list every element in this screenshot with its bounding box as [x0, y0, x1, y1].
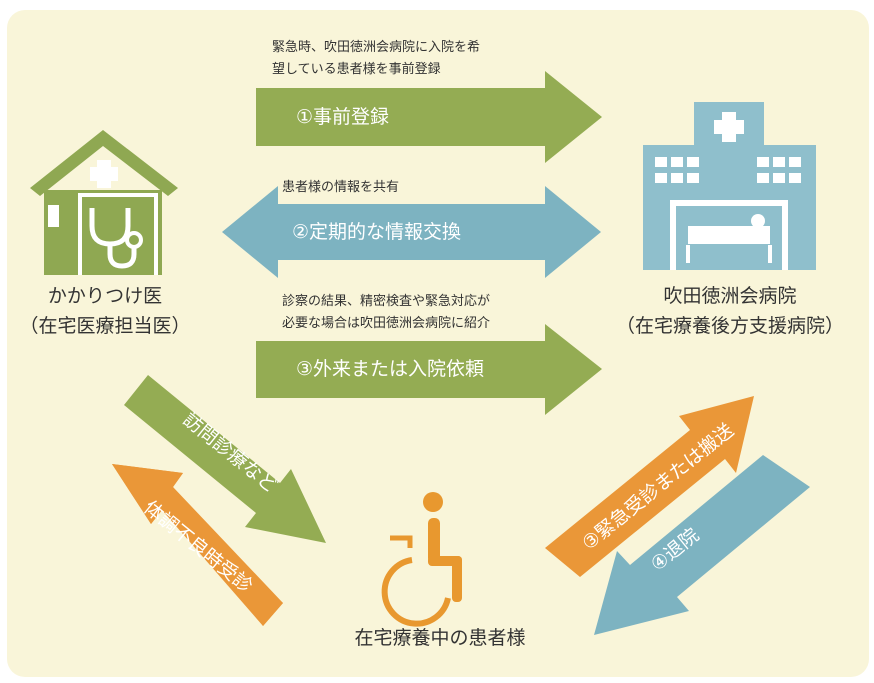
- registration-note-line1: 緊急時、吹田徳洲会病院に入院を希: [272, 40, 481, 55]
- registration-note-line2: 望している患者様を事前登録: [272, 62, 441, 77]
- discharge-arrow: [594, 455, 810, 635]
- clinic-role: （在宅医療担当医）: [19, 315, 191, 337]
- referral-label: ③外来または入院依頼: [296, 358, 485, 380]
- referral-arrow: [256, 324, 602, 415]
- registration-arrow: [256, 71, 602, 163]
- clinic-house-stethoscope-icon: [30, 130, 178, 275]
- home-visit-arrow: [124, 375, 326, 543]
- hospital-role: （在宅療養後方支援病院）: [615, 315, 844, 337]
- info-exchange-arrow: [222, 186, 601, 278]
- hospital-building-bed-icon: [643, 102, 816, 270]
- info-exchange-label: ②定期的な情報交換: [292, 221, 462, 243]
- emergency-arrow: [545, 396, 754, 577]
- info-exchange-note: 患者様の情報を共有: [282, 180, 400, 195]
- wheelchair-person-icon: [381, 492, 462, 627]
- referral-note-line1: 診察の結果、精密検査や緊急対応が: [282, 294, 491, 309]
- registration-label: ①事前登録: [296, 106, 390, 128]
- clinic-name: かかりつけ医: [47, 285, 163, 307]
- referral-note-line2: 必要な場合は吹田徳洲会病院に紹介: [282, 316, 491, 331]
- hospital-name: 吹田徳洲会病院: [663, 285, 797, 307]
- patient-label: 在宅療養中の患者様: [354, 627, 526, 649]
